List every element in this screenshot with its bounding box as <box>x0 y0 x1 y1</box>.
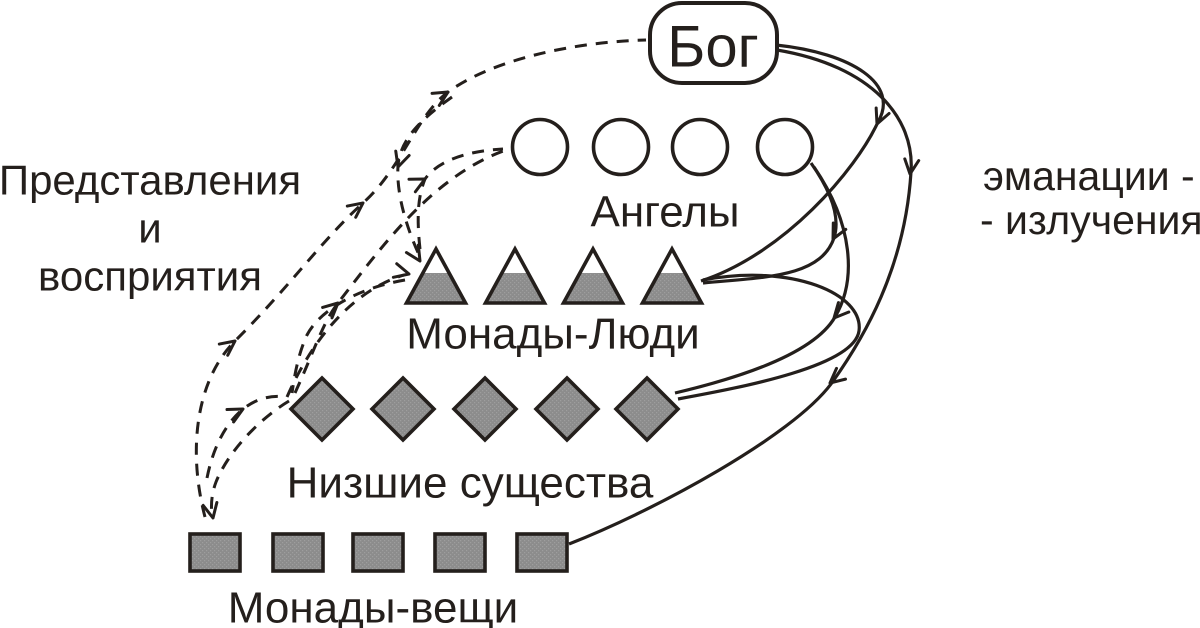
monad-person-triangle <box>639 245 705 305</box>
lower-beings-label: Низшие существа <box>287 459 654 508</box>
angel-circle <box>510 117 570 177</box>
god-node: Бог <box>648 1 779 85</box>
perception-arrowhead <box>225 407 245 424</box>
emanation-arrowhead <box>832 301 851 320</box>
angels-label: Ангелы <box>590 188 739 237</box>
monad-person-triangle-body <box>406 273 466 303</box>
lower-being-diamond <box>451 375 519 443</box>
lower-being-diamond <box>613 375 681 443</box>
god-label: Бог <box>667 15 758 80</box>
monad-thing-rect <box>188 532 242 573</box>
monad-person-triangle <box>403 245 469 305</box>
perception-people-to-lower-edge <box>290 278 406 394</box>
perception-things-to-god-edge <box>194 38 647 518</box>
monad-thing-rect <box>271 532 325 573</box>
perception-arrowhead <box>407 177 427 194</box>
lower-being-diamond <box>369 375 437 443</box>
arrowheads <box>201 90 921 520</box>
perception-arrowhead <box>430 90 450 107</box>
left-caption-line1: Представления <box>0 157 301 204</box>
monad-person-triangle <box>560 245 626 305</box>
monad-person-triangle-body <box>485 273 545 303</box>
left-caption: Представления и восприятия <box>0 157 301 300</box>
monad-thing-rect <box>433 532 487 573</box>
perception-arrowhead <box>391 262 411 279</box>
emanation-god-to-things-edge <box>568 48 913 546</box>
monad-person-triangle-body <box>642 273 702 303</box>
perception-lower-to-things-edge <box>210 399 290 516</box>
emanation-arrowhead <box>831 221 848 241</box>
monad-thing-rect <box>515 532 569 573</box>
angel-circle <box>670 117 730 177</box>
lower-being-diamond <box>288 375 356 443</box>
perception-lower-to-people-edge <box>285 273 405 398</box>
angel-circle <box>591 117 651 177</box>
perception-edges <box>194 38 647 518</box>
perception-lower-to-angels-edge <box>293 148 507 394</box>
monad-things-label: Монады-вещи <box>228 584 518 628</box>
perception-things-to-lower-edge <box>205 394 286 479</box>
monad-people-row <box>403 245 705 305</box>
angels-row <box>510 117 815 177</box>
emanation-arrowhead <box>874 106 891 126</box>
lower-being-diamond <box>533 375 601 443</box>
monad-person-triangle-body <box>563 273 623 303</box>
monad-people-label: Монады-Люди <box>406 310 700 359</box>
emanation-people-to-lower-edge <box>677 273 861 401</box>
right-caption: эманации - - излучения <box>980 153 1200 243</box>
god-box <box>648 1 779 85</box>
perception-arrowhead <box>201 500 219 520</box>
perception-people-to-angels-edge <box>416 147 504 250</box>
right-caption-line1: эманации - <box>983 153 1195 199</box>
perception-arrowhead <box>404 243 422 263</box>
monad-things-row <box>188 532 569 573</box>
perception-arrowhead <box>394 149 411 169</box>
lower-beings-row <box>288 375 681 443</box>
left-caption-line2: и <box>138 205 161 252</box>
right-caption-line2: - излучения <box>980 197 1200 243</box>
perception-arrowhead <box>321 301 340 320</box>
left-caption-line3: восприятия <box>38 253 262 300</box>
angel-circle <box>755 117 815 177</box>
perception-arrowhead <box>345 201 365 219</box>
perception-arrowhead <box>217 339 237 357</box>
monad-thing-rect <box>351 532 405 573</box>
emanation-arrowhead <box>903 157 921 176</box>
monad-person-triangle <box>482 245 548 305</box>
emanation-arrowhead <box>828 366 848 385</box>
